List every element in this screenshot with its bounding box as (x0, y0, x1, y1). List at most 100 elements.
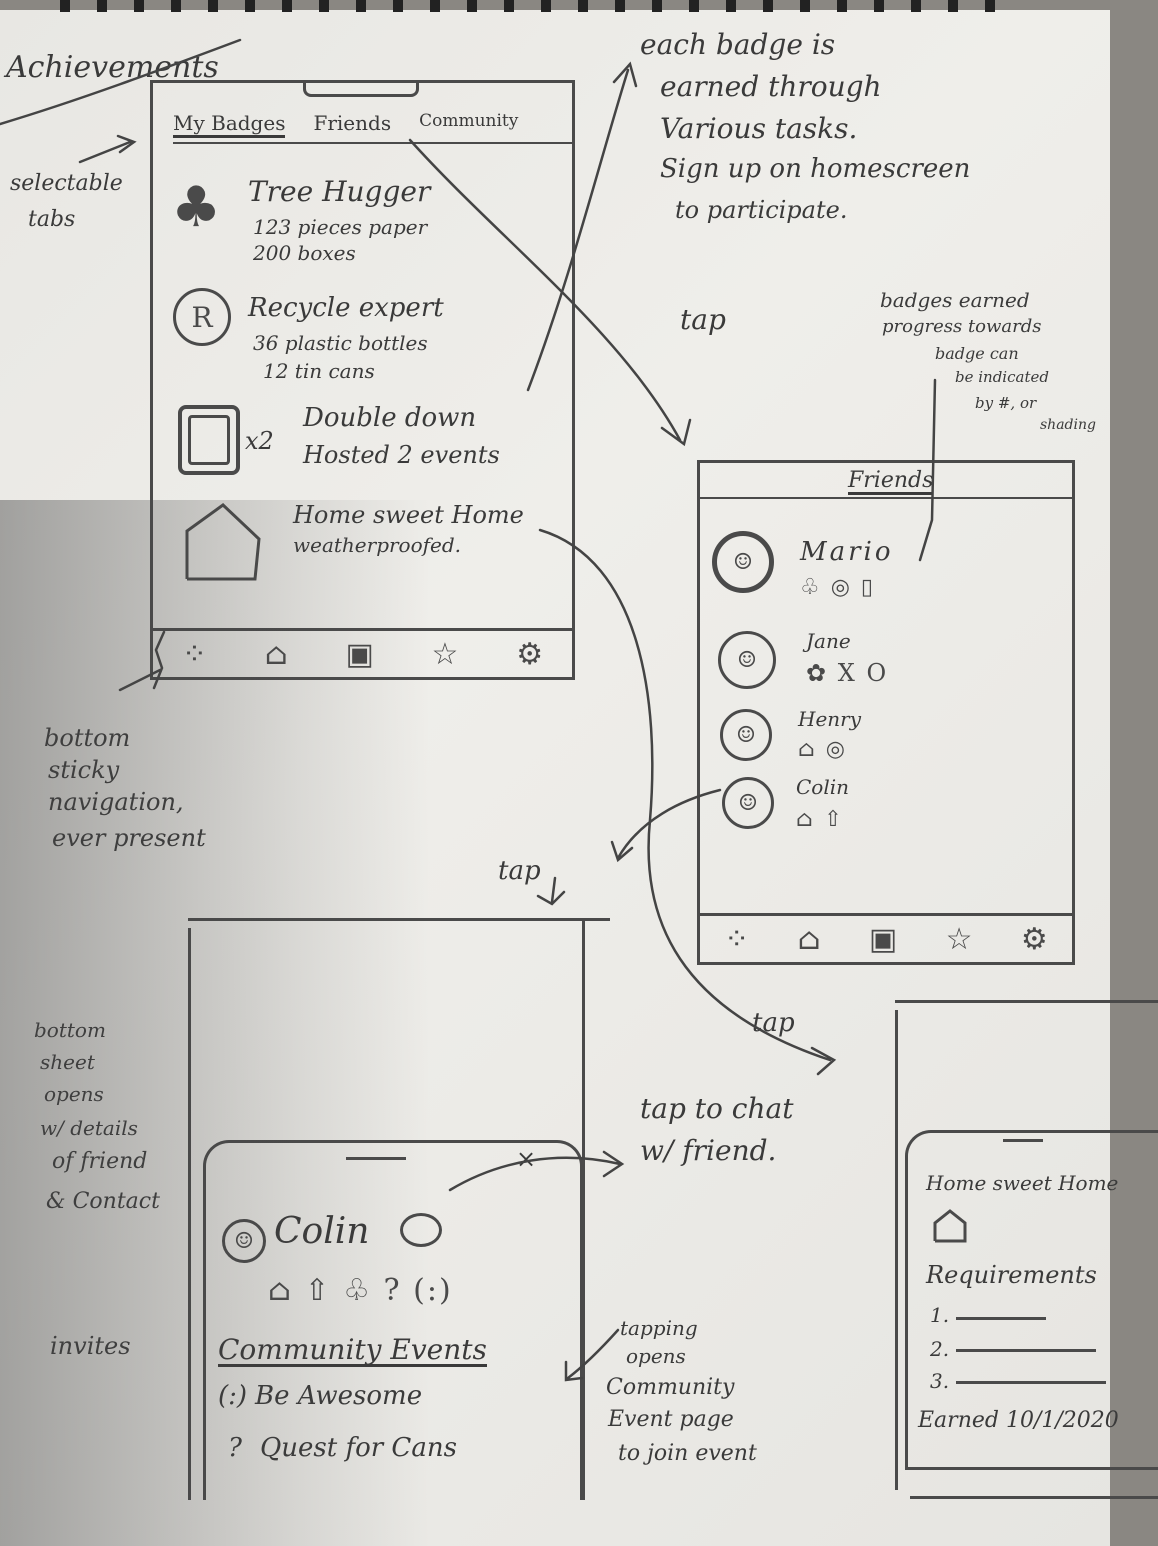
sheet-handle[interactable] (346, 1157, 406, 1160)
badge-detail: weatherproofed. (293, 533, 462, 557)
req-line (956, 1349, 1096, 1352)
badge-multiplier: x2 (245, 427, 274, 455)
friend-name: Jane (806, 629, 851, 653)
earned-date: Earned 10/1/2020 (918, 1408, 1119, 1433)
badge-title: Home sweet Home (293, 501, 524, 529)
note-open-4: Event page (608, 1407, 734, 1432)
badge-detail: Hosted 2 events (303, 441, 500, 469)
note-sheet-6: & Contact (46, 1189, 160, 1214)
note-nav-1: bottom (44, 724, 131, 752)
note-chat-2: w/ friend. (640, 1134, 777, 1167)
recycle-icon: R (173, 288, 231, 346)
home-icon[interactable]: ⌂ (264, 636, 288, 672)
note-badge-2: earned through (660, 70, 882, 103)
camera-icon[interactable]: ▣ (345, 636, 374, 672)
requirements-label: Requirements (926, 1261, 1097, 1289)
friends-title: Friends (848, 469, 934, 496)
tab-my-badges[interactable]: My Badges (173, 111, 286, 138)
avatar: ☺ (222, 1219, 266, 1263)
tab-community[interactable]: Community (419, 111, 519, 131)
bottom-nav: ⁘ ⌂ ▣ ☆ ⚙ (153, 628, 572, 677)
screen-my-badges: My Badges Friends Community ♣ Tree Hugge… (150, 80, 575, 680)
avatar: ☺ (718, 631, 776, 689)
badge-title: Double down (303, 403, 477, 433)
double-frame-icon (178, 405, 240, 475)
badge-detail-title: Home sweet Home (926, 1171, 1119, 1195)
bottom-nav: ⁘ ⌂ ▣ ☆ ⚙ (700, 913, 1072, 962)
friend-badges: ⌂ ⇧ (796, 807, 845, 832)
note-nav-4: ever present (52, 824, 206, 852)
note-tabs: tabs (28, 207, 76, 232)
friend-name: Colin (274, 1211, 370, 1252)
note-sheet-2: sheet (40, 1050, 95, 1074)
event-label: Be Awesome (255, 1381, 423, 1411)
star-icon[interactable]: ☆ (431, 636, 459, 672)
friend-badges: ♧ ◎ ▯ (800, 575, 876, 600)
note-progress-6: shading (1040, 417, 1096, 433)
event-row[interactable]: (:) Be Awesome (218, 1381, 422, 1411)
event-label: Quest for Cans (259, 1433, 457, 1463)
community-events-title: Community Events (218, 1333, 487, 1368)
badge-detail: 36 plastic bottles (253, 331, 428, 355)
req-line (956, 1317, 1046, 1320)
req-line (956, 1381, 1106, 1384)
star-icon[interactable]: ☆ (945, 921, 973, 957)
bottom-sheet: × ☺ Colin ⌂ ⇧ ♧ ? (:) Community Events (… (203, 1140, 583, 1500)
avatar: ☺ (712, 531, 774, 593)
note-open-2: opens (626, 1344, 686, 1368)
close-icon[interactable]: × (516, 1145, 537, 1173)
friend-name: Mario (800, 537, 894, 567)
home-icon[interactable]: ⌂ (797, 921, 821, 957)
tree-icon: ♣ (171, 175, 222, 240)
badge-detail: 200 boxes (253, 241, 356, 265)
grid-icon[interactable]: ⁘ (724, 921, 750, 957)
note-tap-1: tap (680, 303, 726, 336)
tab-bar: My Badges Friends Community (173, 111, 572, 144)
note-open-3: Community (606, 1375, 735, 1400)
note-tap-3: tap (752, 1008, 795, 1038)
note-chat-1: tap to chat (640, 1092, 794, 1125)
note-open-1: tapping (620, 1316, 698, 1340)
gear-icon[interactable]: ⚙ (1020, 921, 1048, 957)
avatar: ☺ (720, 709, 772, 761)
friend-badges: ✿ X O (806, 659, 889, 687)
event-row[interactable]: ? Quest for Cans (228, 1433, 457, 1463)
note-nav-3: navigation, (48, 788, 184, 816)
note-progress-2: progress towards (882, 316, 1042, 337)
grid-icon[interactable]: ⁘ (181, 636, 208, 672)
note-selectable: selectable (10, 171, 123, 196)
note-badge-5: to participate. (675, 196, 848, 224)
note-badge-1: each badge is (640, 28, 836, 61)
phone-notch (303, 80, 419, 97)
note-open-5: to join event (618, 1441, 757, 1466)
note-badge-4: Sign up on homescreen (660, 154, 971, 184)
note-progress-4: be indicated (955, 368, 1049, 386)
event-icon: (:) (218, 1381, 248, 1411)
sheet-handle[interactable] (1003, 1139, 1043, 1142)
badge-detail: 123 pieces paper (253, 215, 428, 239)
note-sheet-7: invites (50, 1332, 131, 1360)
note-tap-2: tap (498, 856, 541, 886)
note-progress-1: badges earned (880, 288, 1030, 312)
spiral-binding (0, 0, 1110, 12)
house-icon (933, 1209, 967, 1243)
note-nav-2: sticky (48, 756, 120, 784)
screen-friends: Friends ☺ Mario ♧ ◎ ▯ ☺ Jane ✿ X O ☺ Hen… (697, 460, 1075, 965)
note-progress-3: badge can (935, 344, 1019, 363)
avatar: ☺ (722, 777, 774, 829)
req-number: 1. (930, 1303, 950, 1327)
page-title: Achievements (6, 50, 219, 85)
friend-badges: ⌂ ⇧ ♧ ? (:) (268, 1273, 453, 1308)
friend-name: Henry (798, 707, 862, 731)
note-sheet-5: of friend (52, 1149, 148, 1174)
gear-icon[interactable]: ⚙ (516, 636, 544, 672)
note-sheet-4: w/ details (40, 1116, 138, 1140)
chat-icon[interactable] (400, 1213, 442, 1247)
badge-title: Tree Hugger (248, 175, 431, 208)
note-sheet-1: bottom (34, 1018, 106, 1042)
badge-detail: 12 tin cans (263, 359, 375, 383)
tab-friends[interactable]: Friends (313, 111, 392, 135)
note-progress-5: by #, or (975, 394, 1037, 412)
event-icon: ? (228, 1433, 242, 1463)
camera-icon[interactable]: ▣ (868, 921, 898, 957)
